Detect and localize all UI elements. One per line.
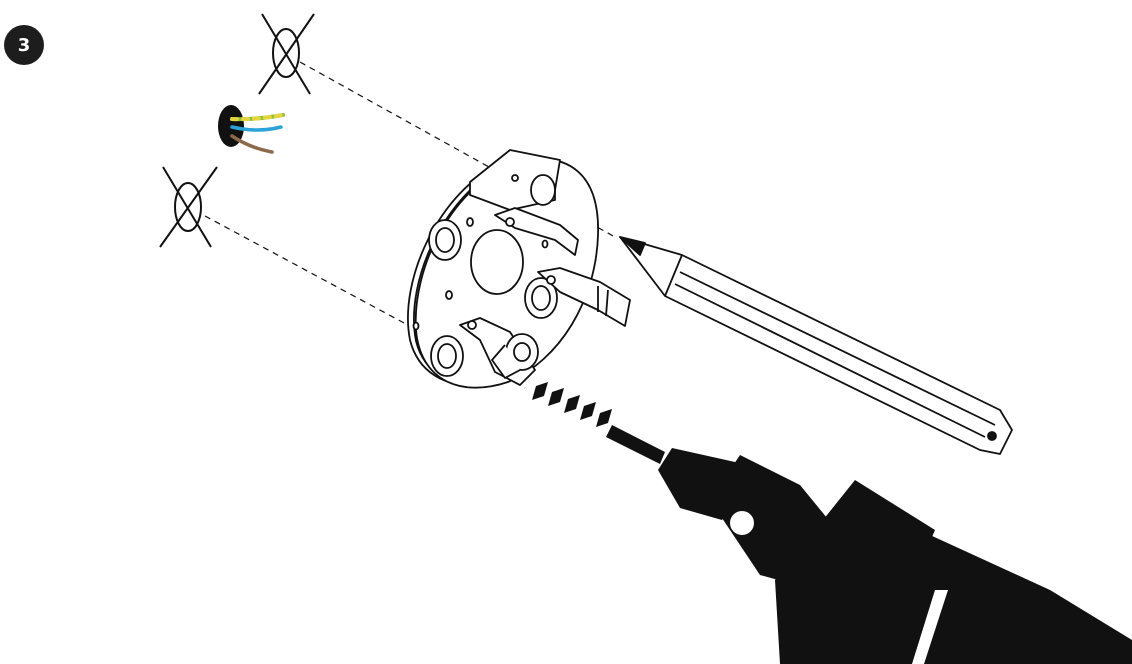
step-number-badge: 3 [4, 25, 44, 65]
drill-icon [658, 448, 1132, 664]
drill-hole-mark-icon [258, 13, 315, 95]
live-wire [230, 134, 274, 154]
neutral-wire [230, 125, 283, 132]
pencil-icon [619, 236, 1013, 455]
drill-hole-mark-icon [159, 166, 218, 248]
drill-bit [532, 382, 665, 464]
mounting-plate-icon [407, 149, 631, 389]
cable-outlet-icon [218, 105, 285, 154]
step-number: 3 [17, 34, 31, 56]
